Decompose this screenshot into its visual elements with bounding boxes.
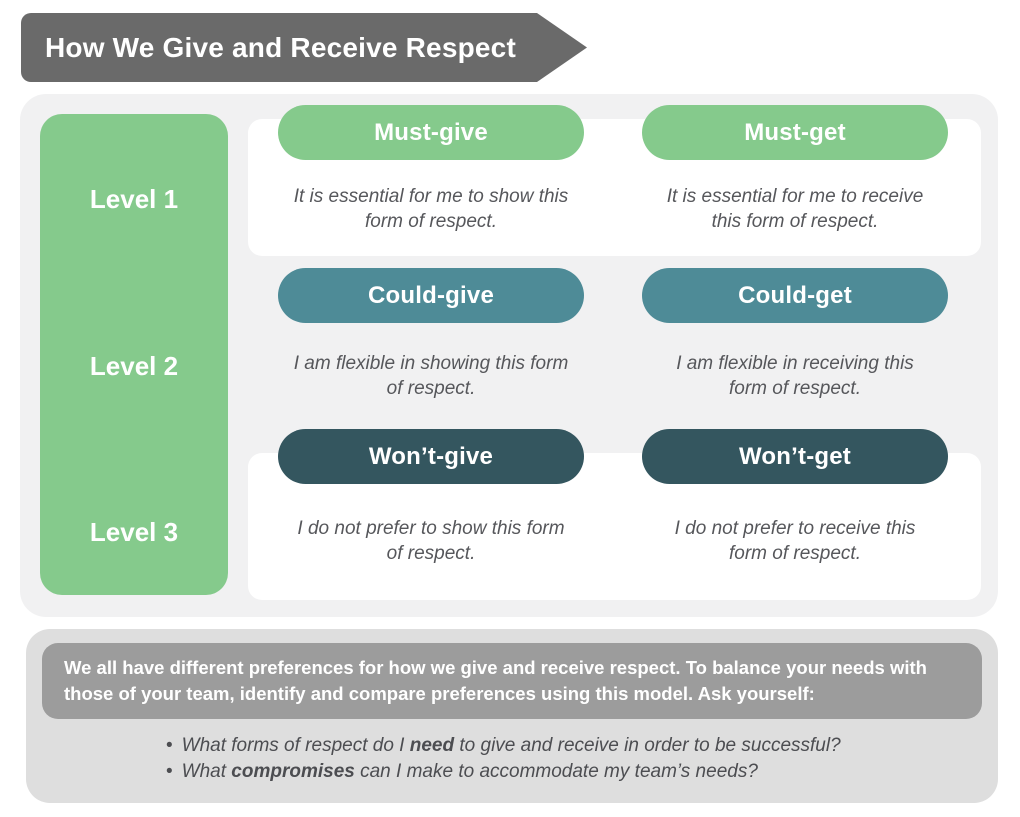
description-line: of respect. <box>386 543 476 564</box>
question-text-bold: compromises <box>231 760 355 782</box>
level-2-label: Level 2 <box>89 351 179 381</box>
bullet-dot: • <box>166 760 173 782</box>
question-text-bold: need <box>409 735 455 756</box>
page-title: How We Give and Receive Respect <box>45 31 516 63</box>
footer-panel: We all have different preferences for ho… <box>26 629 998 803</box>
could-get-pill: Could-get <box>642 268 948 323</box>
reflection-questions-list: • What forms of respect do I need to give… <box>166 733 841 784</box>
question-text-pre: What <box>181 760 232 782</box>
footer-intro-line: We all have different preferences for ho… <box>64 657 927 678</box>
must-get-pill: Must-get <box>642 105 948 160</box>
question-item-compromises: • What compromises can I make to accommod… <box>166 759 841 785</box>
question-text-pre: What forms of respect do I <box>181 735 410 756</box>
question-item-need: • What forms of respect do I need to give… <box>166 733 841 759</box>
wont-give-pill: Won’t-give <box>278 429 584 484</box>
description-line: form of respect. <box>365 211 497 232</box>
description-line: form of respect. <box>729 378 861 399</box>
could-give-pill: Could-give <box>278 268 584 323</box>
wont-get-description: I do not prefer to receive this form of … <box>625 516 965 566</box>
description-line: It is essential for me to show this <box>293 186 569 207</box>
level-3-label: Level 3 <box>89 517 179 547</box>
bullet-dot: • <box>166 735 173 756</box>
description-line: I am flexible in receiving this <box>676 353 914 374</box>
description-line: I am flexible in showing this form <box>293 353 569 374</box>
question-text-post: can I make to accommodate my team’s need… <box>354 760 758 782</box>
wont-give-description: I do not prefer to show this form of res… <box>261 516 601 566</box>
could-give-description: I am flexible in showing this form of re… <box>261 351 601 401</box>
footer-intro-box: We all have different preferences for ho… <box>42 643 982 719</box>
description-line: form of respect. <box>729 543 861 564</box>
description-line: It is essential for me to receive <box>666 186 924 207</box>
could-get-description: I am flexible in receiving this form of … <box>625 351 965 401</box>
must-get-description: It is essential for me to receive this f… <box>625 184 965 234</box>
must-give-description: It is essential for me to show this form… <box>261 184 601 234</box>
respect-matrix-panel: Level 1 Level 2 Level 3 Must-give Must-g… <box>20 94 998 617</box>
wont-get-pill: Won’t-get <box>642 429 948 484</box>
level-1-label: Level 1 <box>89 184 179 214</box>
title-banner-arrow: How We Give and Receive Respect <box>21 13 587 82</box>
description-line: of respect. <box>386 378 476 399</box>
description-line: I do not prefer to show this form <box>297 518 565 539</box>
footer-intro-line: those of your team, identify and compare… <box>64 683 815 704</box>
must-give-pill: Must-give <box>278 105 584 160</box>
description-line: this form of respect. <box>711 211 879 232</box>
level-column: Level 1 Level 2 Level 3 <box>40 114 228 595</box>
question-text-post: to give and receive in order to be succe… <box>454 735 841 756</box>
description-line: I do not prefer to receive this <box>674 518 916 539</box>
